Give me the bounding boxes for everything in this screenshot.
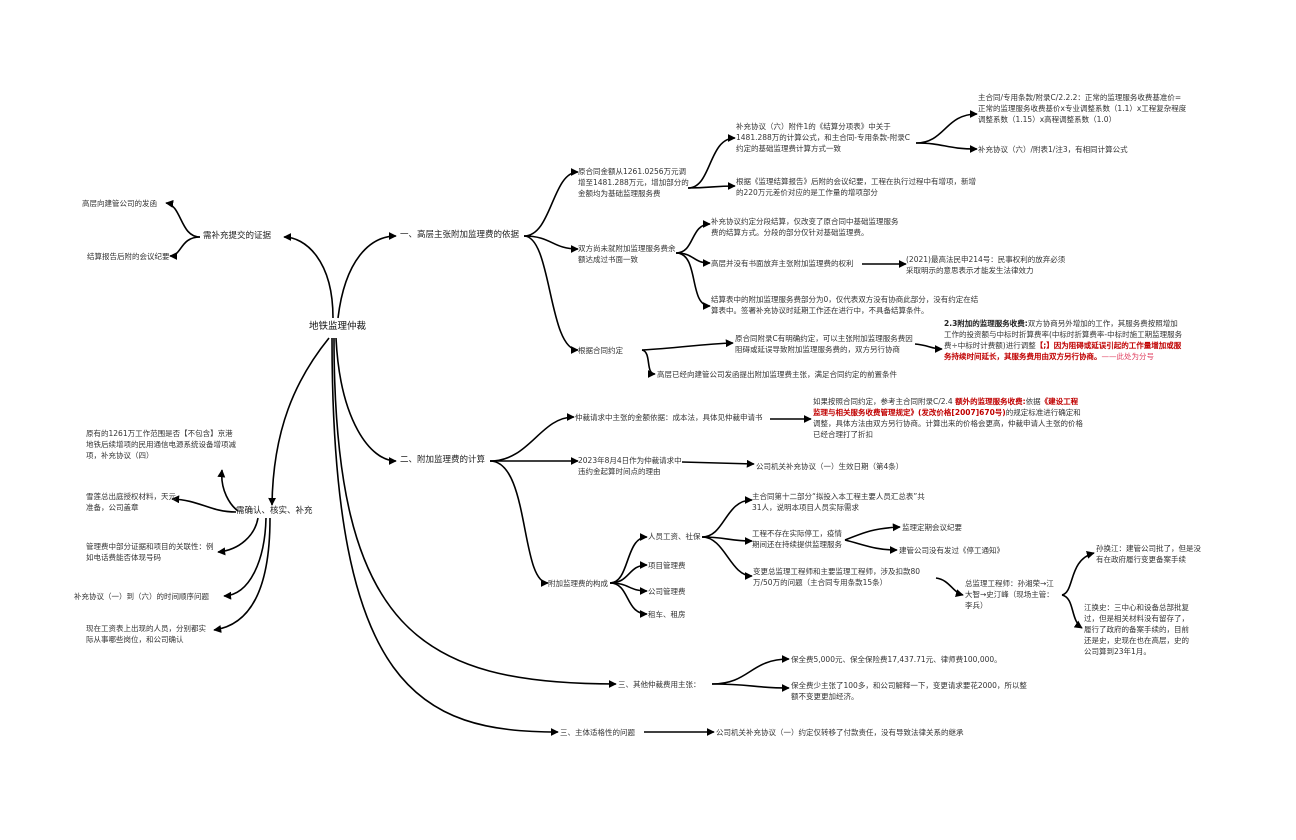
node-case[interactable]: (2021)最高法民申214号：民事权利的放弃必须采取明示的意思表示才能发生法律… [906, 255, 1066, 275]
node-change-engineer[interactable]: 变更总监理工程师和主要监理工程师，涉及扣款80万/50万的问题（主合同专用条款1… [753, 567, 921, 587]
node-note-jiang[interactable]: 江换史：三中心和设备总部批复过，但是相关材料没有留存了，履行了政府的备案手续的，… [1084, 603, 1189, 656]
node-not-agreed[interactable]: 双方尚未就附加监理服务费余额达成过书面一致 [578, 244, 676, 264]
node-no-notice[interactable]: 建管公司没有发过《停工通知》 [899, 546, 1004, 555]
node-subject[interactable]: 三、主体适格性的问题 [560, 728, 635, 737]
node-confirm-sequence[interactable]: 补充协议（一）到（六）的时间顺序问题 [74, 592, 209, 601]
clause-highlight: 【;】因为阻碍或延误引起的工作量增加或服务持续时间延长，其服务费用由双方另行协商… [944, 341, 1182, 361]
node-project-mgmt[interactable]: 项目管理费 [648, 561, 686, 570]
node-confirm-scope[interactable]: 原有的1261万工作范围是否【不包含】京港地铁后续增项的民用通信电源系统设备增项… [86, 429, 236, 460]
node-formula[interactable]: 补充协议（六）附件1的《结算分项表》中关于1481.288万的计算公式，和主合同… [736, 122, 910, 153]
node-confirm[interactable]: 需确认、核实、补充 [236, 506, 313, 516]
node-date[interactable]: 2023年8月4日作为仲裁请求中违约金起算时间点的理由 [578, 456, 682, 476]
node-stage-settlement[interactable]: 补充协议约定分段结算，仅改变了原合同中基础监理服务费的结算方式。分段的部分仅针对… [711, 217, 899, 237]
node-appendix[interactable]: 原合同附录C有明确约定，可以主张附加监理服务费因阻碍或延误导致附加监理服务费的，… [735, 334, 913, 354]
node-no-waiver[interactable]: 高层并没有书面放弃主张附加监理费的权利 [711, 259, 854, 268]
node-confirm-staff[interactable]: 现在工资表上出现的人员，分别都实际从事哪些岗位，和公司确认 [86, 624, 206, 644]
node-evidence-letter[interactable]: 高层向建管公司的发函 [82, 199, 157, 208]
node-settlement-zero[interactable]: 结算表中的附加监理服务费部分为0，仅代表双方没有协商此部分，没有约定在结算表中。… [711, 295, 979, 315]
node-calc[interactable]: 二、附加监理费的计算 [400, 455, 486, 465]
node-no-stop[interactable]: 工程不存在实际停工，疫情期间还在持续提供监理服务 [752, 529, 842, 549]
node-fees[interactable]: 保全费5,000元、保全保险费17,437.71元、律师费100,000。 [791, 655, 1002, 664]
node-claim-detail[interactable]: 如果按照合同约定，参考主合同附录C/2.4 额外的监理服务收费:依据《建设工程监… [813, 396, 1083, 440]
node-basis[interactable]: 一、高层主张附加监理费的依据 [400, 230, 520, 240]
node-clause-2-3[interactable]: 2.3附加的监理服务收费:双方协商另外增加的工作，其服务费按照增加工作的投资额与… [944, 318, 1184, 362]
claim-red-1: 额外的监理服务收费: [955, 397, 1026, 406]
node-meeting-minutes[interactable]: 监理定期会议纪要 [902, 523, 962, 532]
node-chief-engineer[interactable]: 总监理工程师：孙湘荣→江大智→史汀峰（现场主管：李兵） [965, 579, 1054, 610]
node-composition[interactable]: 附加监理费的构成 [548, 579, 608, 588]
node-confirm-authorization[interactable]: 雪莲总出庭授权材料，天元准备，公司盖章 [86, 492, 176, 512]
node-date-ref[interactable]: 公司机关补充协议（一）生效日期（第4条） [756, 462, 904, 471]
node-note-sun[interactable]: 孙换江：建管公司批了，但是没有在政府履行变更备案手续 [1096, 544, 1201, 564]
node-evidence-minutes[interactable]: 结算报告后附的会议纪要 [87, 252, 170, 261]
node-rental[interactable]: 租车、租房 [648, 610, 686, 619]
clause-note: ——此处为分号 [1101, 352, 1155, 361]
node-letter[interactable]: 高层已经向建管公司发函提出附加监理费主张，满足合同约定的前置条件 [657, 370, 897, 379]
node-formula-ref-supplement[interactable]: 补充协议（六）/附表1/注3，有相同计算公式 [978, 145, 1128, 154]
claim-text-2: 依据 [1025, 397, 1041, 406]
node-report[interactable]: 根据《监理结算报告》后附的会议纪要，工程在执行过程中有增项，新增的220万元差价… [736, 177, 976, 197]
claim-text-1: 如果按照合同约定，参考主合同附录C/2.4 [813, 397, 956, 406]
node-fee-note[interactable]: 保全费少主张了100多，和公司解释一下，变更请求要花2000，所以整额不变更更加… [791, 681, 1027, 701]
node-contract[interactable]: 根据合同约定 [578, 346, 623, 355]
claim-text-3: 的规定标准进行确定和调整，具体方法由双方另行协商。计算出来的价格会更高，仲裁申请… [813, 408, 1083, 439]
node-other[interactable]: 三、其他仲裁费用主张： [618, 680, 701, 689]
node-amount[interactable]: 原合同金额从1261.0256万元调增至1481.288万元，增加部分的金额均为… [578, 167, 689, 198]
node-formula-ref-main[interactable]: 主合同/专用条款/附录C/2.2.2：正常的监理服务收费基准价=正常的监理服务收… [978, 93, 1187, 124]
claim-red-2: 《建设工程监理与相关服务收费管理规定》(发改价格[2007]670号) [813, 397, 1079, 417]
node-evidence[interactable]: 需补充提交的证据 [203, 231, 272, 241]
node-staff-table[interactable]: 主合同第十二部分“拟投入本工程主要人员汇总表”共31人，说明本项目人员实际需求 [752, 492, 925, 512]
clause-title: 2.3附加的监理服务收费: [944, 319, 1028, 328]
node-claim-basis[interactable]: 仲裁请求中主张的金额依据：成本法，具体见仲裁申请书 [575, 413, 763, 422]
node-company-mgmt[interactable]: 公司管理费 [648, 587, 686, 596]
node-confirm-evidence-relevance[interactable]: 管理费中部分证据和项目的关联性：例如电话费能否体现号码 [86, 542, 214, 562]
node-salary[interactable]: 人员工资、社保 [648, 532, 701, 541]
node-subject-note[interactable]: 公司机关补充协议（一）约定仅转移了付款责任，没有导致法律关系的继承 [716, 728, 964, 737]
root-node[interactable]: 地铁监理仲裁 [309, 321, 367, 332]
clause-text: 双方协商另外增加的工作，其服务费按照增加工作的投资额与中标时折算费率(中标时折算… [944, 319, 1183, 350]
